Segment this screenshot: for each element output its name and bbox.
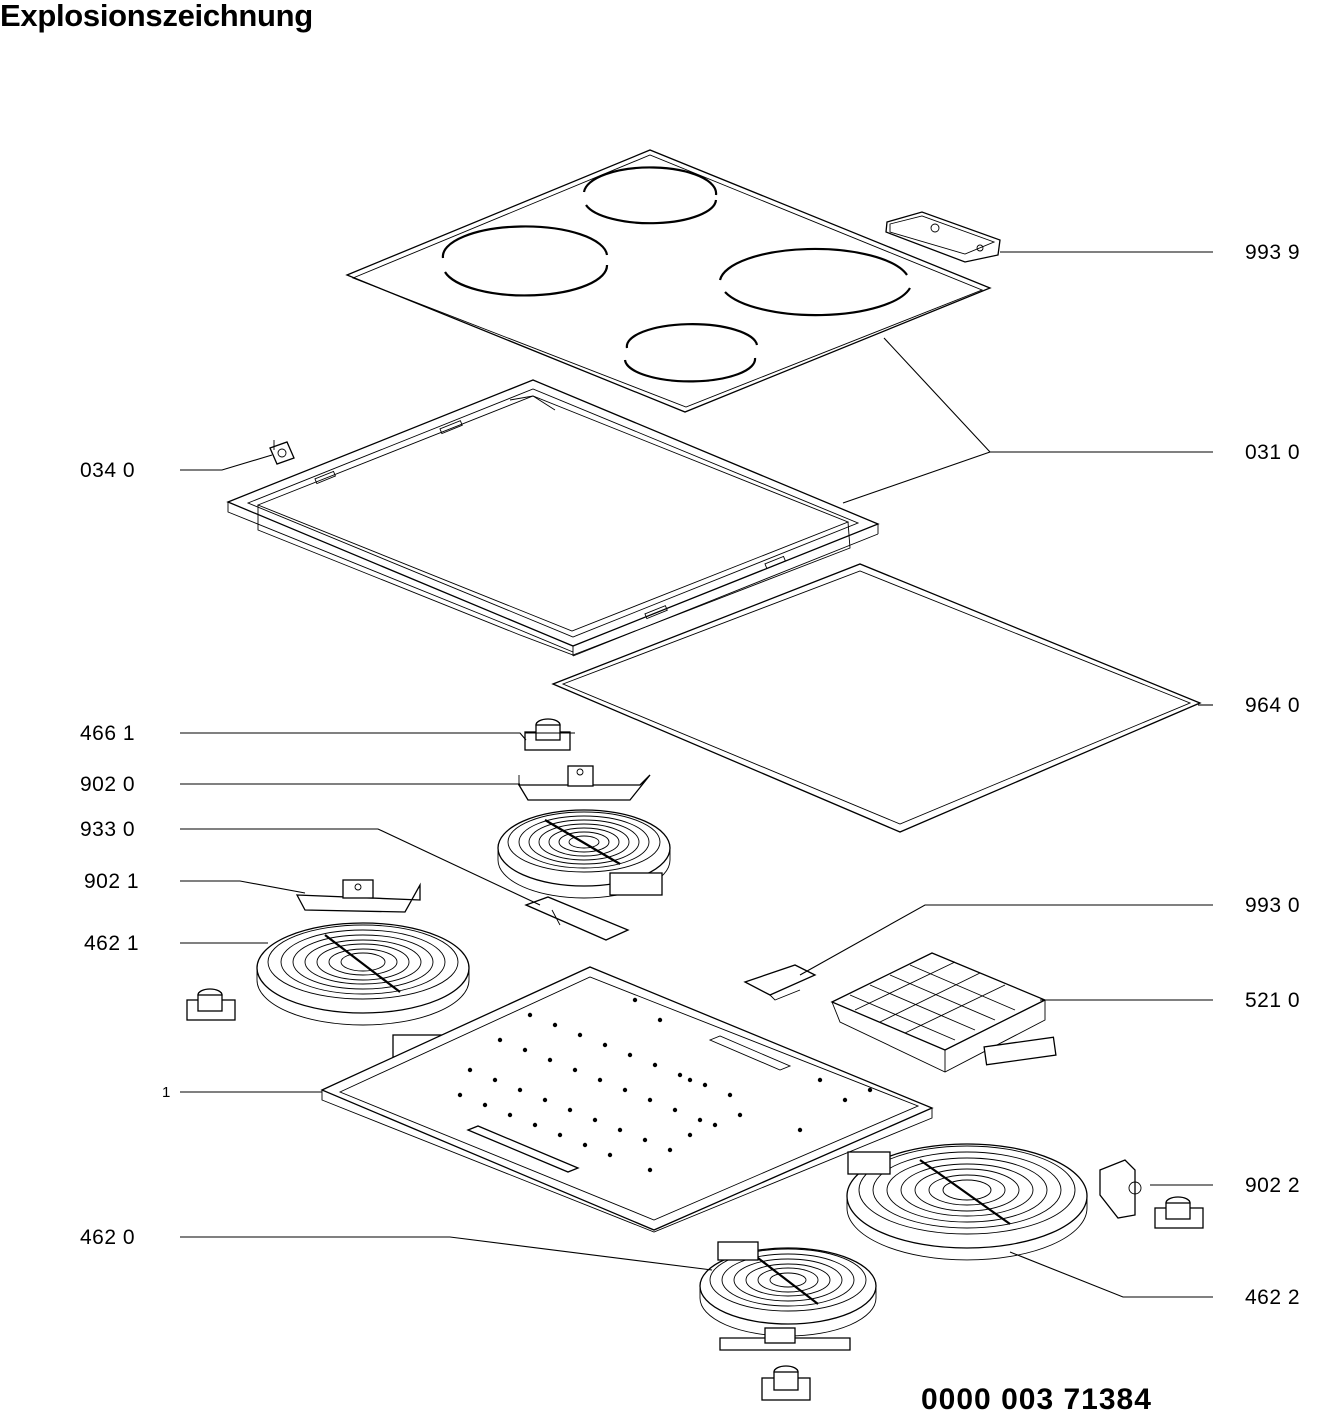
callout-labels: 993 9 034 0 031 0 964 0 466 1 902 0 933 … xyxy=(80,241,1300,1309)
callout-462-0: 462 0 xyxy=(80,1226,135,1249)
callout-034-0: 034 0 xyxy=(80,459,135,482)
callout-902-2: 902 2 xyxy=(1245,1174,1300,1197)
control-unit-521-0 xyxy=(830,952,1057,1073)
callout-466-1: 466 1 xyxy=(80,722,135,745)
callout-1: 1 xyxy=(162,1084,170,1101)
callout-964-0: 964 0 xyxy=(1245,694,1300,717)
ceramic-glass-top xyxy=(345,149,992,413)
radiant-heater-top xyxy=(497,809,671,899)
clip-993-0 xyxy=(743,964,817,1001)
terminal-466-1 xyxy=(524,718,575,751)
leader-lines xyxy=(180,251,1213,1298)
cooktop-frame xyxy=(226,379,880,657)
bracket-part-034-0 xyxy=(269,440,295,465)
terminal-right xyxy=(1154,1196,1204,1229)
bracket-bottom xyxy=(719,1327,851,1351)
callout-933-0: 933 0 xyxy=(80,818,135,841)
terminal-left xyxy=(186,988,236,1021)
callout-993-9: 993 9 xyxy=(1245,241,1300,264)
bracket-902-1 xyxy=(295,879,421,913)
clip-part-993-9 xyxy=(885,211,1001,263)
callout-902-1: 902 1 xyxy=(84,870,139,893)
bracket-902-0 xyxy=(517,765,651,801)
callout-462-2: 462 2 xyxy=(1245,1286,1300,1309)
callout-902-0: 902 0 xyxy=(80,773,135,796)
bottom-tray xyxy=(320,966,934,1233)
radiant-heater-462-1 xyxy=(256,922,470,1058)
radiant-heater-462-2 xyxy=(846,1143,1088,1261)
callout-462-1: 462 1 xyxy=(84,932,139,955)
gasket-seal xyxy=(551,563,1202,833)
callout-031-0: 031 0 xyxy=(1245,441,1300,464)
radiant-heater-462-0 xyxy=(699,1241,877,1337)
clip-933-0 xyxy=(524,896,630,941)
callout-993-0: 993 0 xyxy=(1245,894,1300,917)
callout-521-0: 521 0 xyxy=(1245,989,1300,1012)
bracket-902-2 xyxy=(1099,1159,1142,1219)
page-title: Explosionszeichnung xyxy=(0,0,313,33)
terminal-bottom xyxy=(761,1365,811,1401)
document-number: 0000 003 71384 xyxy=(921,1383,1152,1416)
